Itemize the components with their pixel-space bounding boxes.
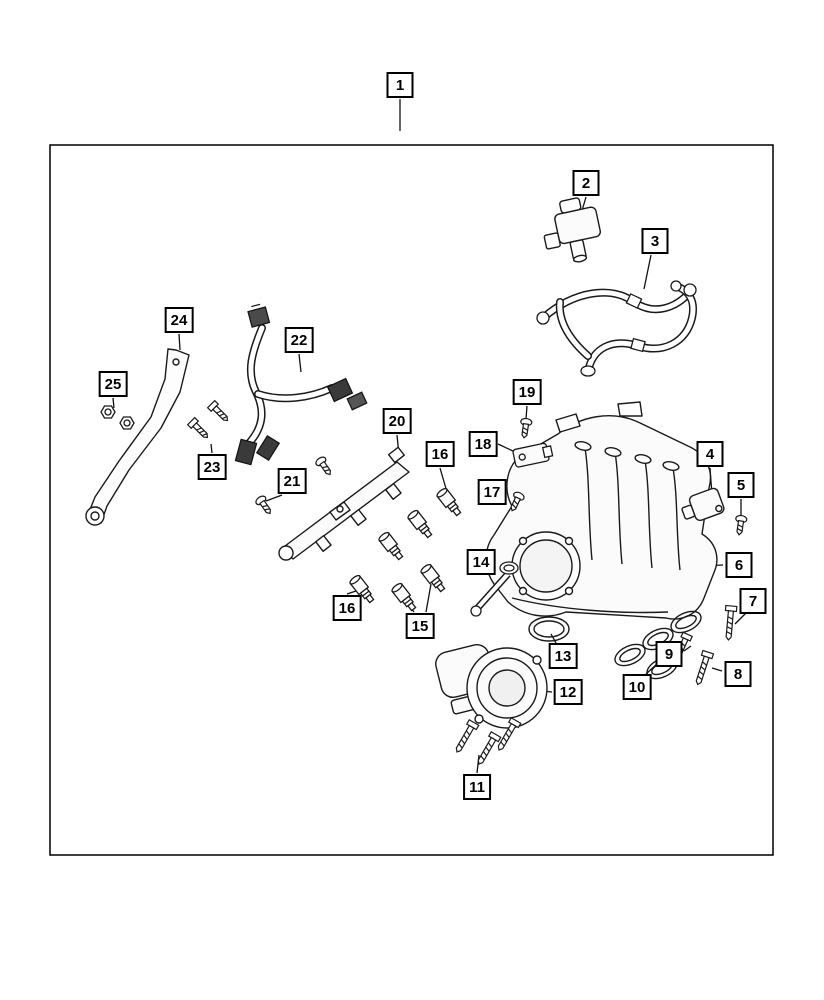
callout-11[interactable]: 11 (463, 774, 491, 800)
hose-assembly-drawing (536, 280, 697, 377)
callout-4[interactable]: 4 (696, 441, 724, 467)
nuts-drawing (100, 405, 135, 430)
callout-7[interactable]: 7 (739, 588, 767, 614)
diagram-frame (49, 144, 774, 856)
callout-17[interactable]: 17 (477, 479, 507, 505)
callout-21[interactable]: 21 (277, 468, 307, 494)
fuel-rail-drawing (278, 446, 410, 561)
callout-15[interactable]: 15 (405, 613, 435, 639)
callout-22[interactable]: 22 (284, 327, 314, 353)
callout-23[interactable]: 23 (197, 454, 227, 480)
map-sensor-drawing (681, 487, 725, 522)
callout-14[interactable]: 14 (466, 549, 496, 575)
callout-25[interactable]: 25 (98, 371, 128, 397)
callout-16b[interactable]: 16 (425, 441, 455, 467)
callout-3[interactable]: 3 (641, 228, 669, 254)
sensor-drawing (512, 442, 554, 468)
wiring-harness-drawing (234, 303, 368, 466)
callout-2[interactable]: 2 (572, 170, 600, 196)
manifold-seal-drawing (470, 561, 519, 617)
callout-8[interactable]: 8 (724, 661, 752, 687)
callout-6[interactable]: 6 (725, 552, 753, 578)
mounting-bracket-drawing (85, 348, 190, 526)
callout-1[interactable]: 1 (386, 72, 414, 98)
callout-5[interactable]: 5 (727, 472, 755, 498)
callout-16a[interactable]: 16 (332, 595, 362, 621)
solenoid-drawing (543, 197, 601, 263)
fuel-injectors-drawing (348, 486, 464, 614)
throttle-body-drawing (435, 643, 548, 729)
callout-18[interactable]: 18 (468, 431, 498, 457)
callout-19[interactable]: 19 (512, 379, 542, 405)
callout-10[interactable]: 10 (622, 674, 652, 700)
o-ring-drawing (528, 616, 570, 642)
callout-24[interactable]: 24 (164, 307, 194, 333)
callout-13[interactable]: 13 (548, 643, 578, 669)
callout-20[interactable]: 20 (382, 408, 412, 434)
callout-9[interactable]: 9 (655, 641, 683, 667)
callout-12[interactable]: 12 (553, 679, 583, 705)
